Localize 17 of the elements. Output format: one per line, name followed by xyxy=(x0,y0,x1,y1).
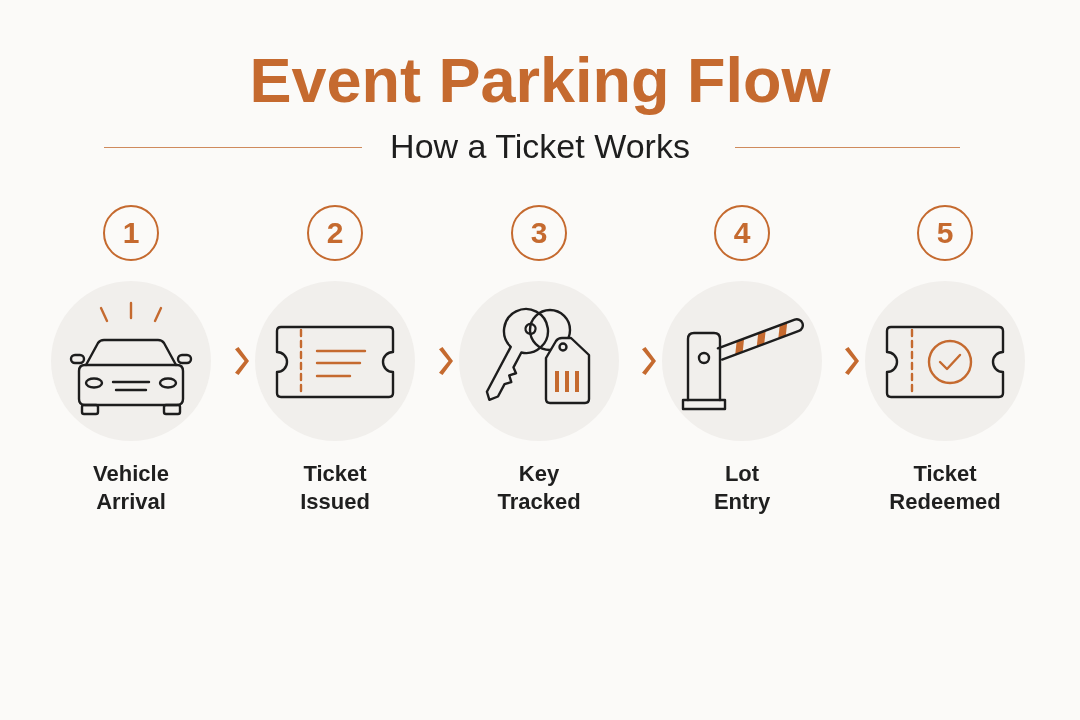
number-circle xyxy=(714,205,770,261)
number-circle xyxy=(307,205,363,261)
step-label: Lot Entry xyxy=(713,460,771,516)
step-number: 3 xyxy=(530,218,548,248)
number-circle xyxy=(103,205,159,261)
number-circle xyxy=(511,205,567,261)
subtitle: How a Ticket Works xyxy=(390,127,690,167)
step-label: Ticket Redeemed xyxy=(889,460,1001,516)
title: Event Parking Flow xyxy=(249,44,831,117)
step-label: Ticket Issued xyxy=(300,460,370,516)
number-circle xyxy=(917,205,973,261)
step-number: 5 xyxy=(936,218,954,248)
step-number: 4 xyxy=(733,218,751,248)
step-label: Key Tracked xyxy=(497,460,581,516)
step-label: Vehicle Arrival xyxy=(93,460,169,516)
step-number: 1 xyxy=(122,218,140,248)
step-number: 2 xyxy=(326,218,344,248)
